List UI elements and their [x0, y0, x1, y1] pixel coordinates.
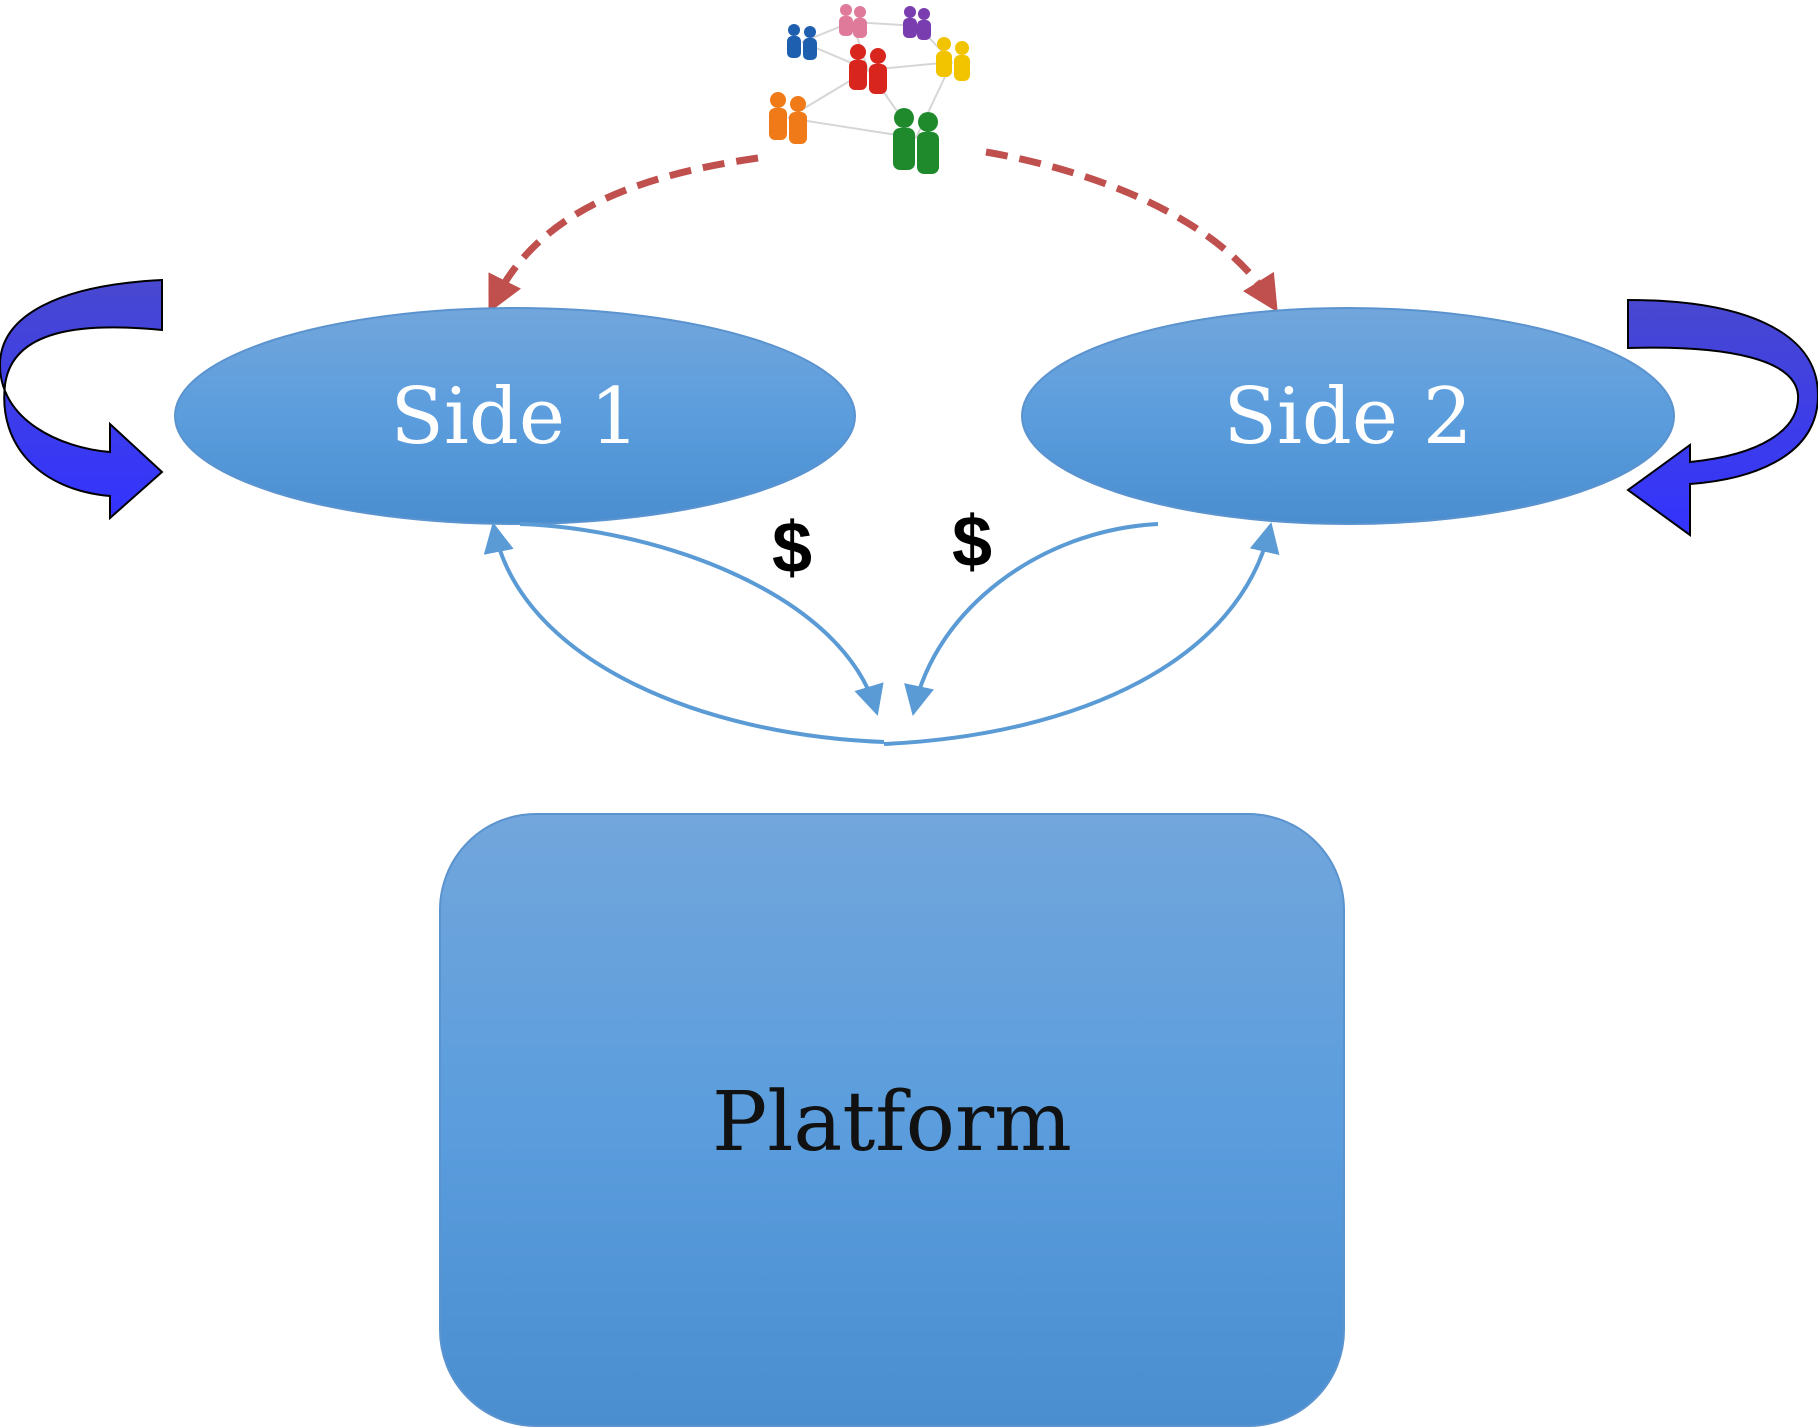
platform-to-side2-arrow	[883, 522, 1280, 746]
side2-loop-arrow	[1626, 298, 1818, 537]
side2-node: Side 2	[1021, 307, 1675, 525]
money-label-right: $	[952, 502, 992, 582]
money-label-left: $	[772, 508, 812, 588]
people-network-icon	[769, 4, 970, 174]
dashed-arrow-to-side1	[488, 154, 759, 314]
side1-to-platform-arrow	[519, 522, 884, 716]
dashed-arrow-to-side2	[985, 148, 1278, 313]
platform-label: Platform	[712, 1075, 1072, 1170]
side1-node: Side 1	[174, 307, 856, 525]
side1-label: Side 1	[391, 372, 640, 462]
side2-to-platform-arrow	[904, 522, 1159, 716]
platform-node: Platform	[439, 813, 1345, 1427]
side1-loop-arrow	[0, 278, 164, 521]
side2-label: Side 2	[1224, 372, 1473, 462]
platform-to-side1-arrow	[483, 522, 885, 744]
